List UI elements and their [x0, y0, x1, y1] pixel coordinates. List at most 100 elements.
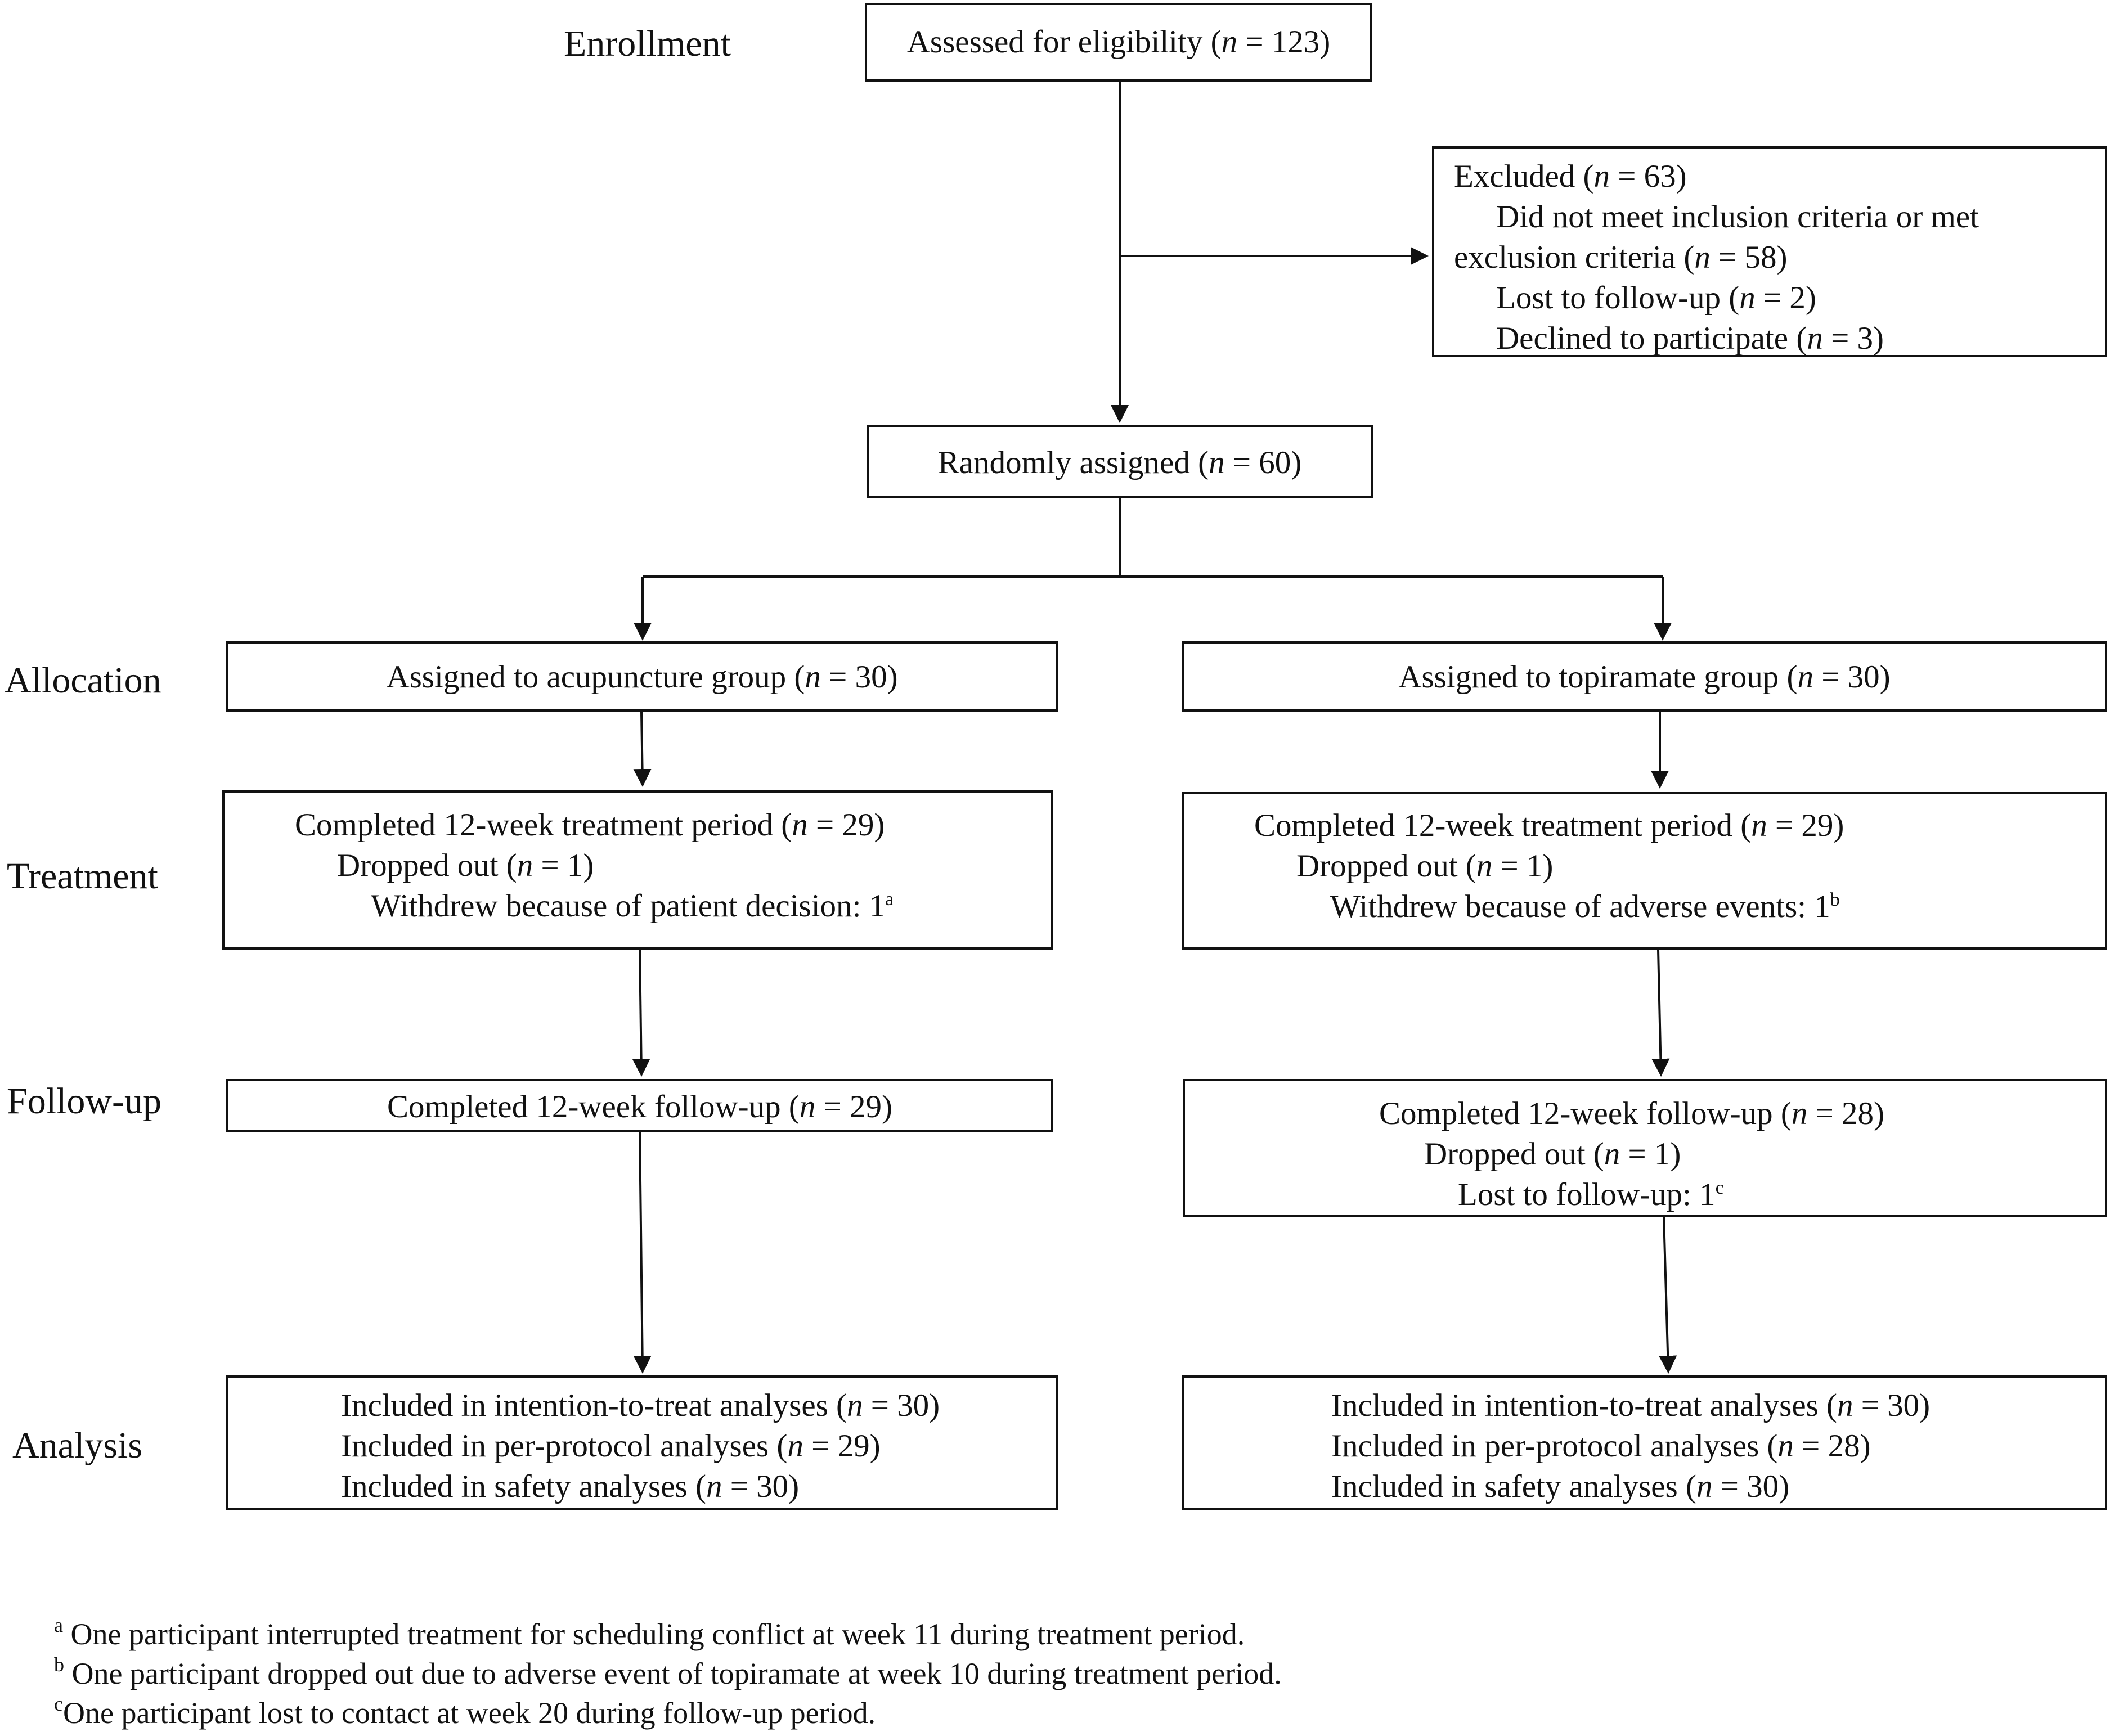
excluded-reason-declined: Declined to participate (n = 3): [1496, 318, 1884, 359]
excluded-lost-count: = 2): [1755, 280, 1816, 316]
footnote-mark-c: c: [1715, 1177, 1724, 1198]
topiramate-allocation-text: Assigned to topiramate group (n = 30): [1184, 657, 2105, 698]
excluded-declined-label: Declined to participate (: [1496, 321, 1807, 356]
topiramate-followup-dropped-count: = 1): [1620, 1136, 1681, 1172]
topiramate-analysis-itt-count: = 30): [1853, 1388, 1931, 1423]
n-symbol: n: [1604, 1136, 1620, 1172]
n-symbol: n: [787, 1428, 803, 1464]
acupuncture-treatment-reason-text: Withdrew because of patient decision: 1: [371, 888, 886, 924]
footnote-b-text: One participant dropped out due to adver…: [71, 1657, 1282, 1690]
randomized-count: = 60): [1224, 445, 1302, 480]
acupuncture-analysis-pp-label: Included in per-protocol analyses (: [341, 1428, 788, 1464]
topiramate-treatment-reason: Withdrew because of adverse events: 1b: [1330, 887, 1840, 927]
footnote-mark-b: b: [1830, 889, 1840, 910]
topiramate-treatment-dropped-count: = 1): [1492, 848, 1554, 884]
topiramate-followup-box: Completed 12-week follow-up (n = 28) Dro…: [1183, 1079, 2107, 1217]
n-symbol: n: [805, 659, 821, 695]
topiramate-allocation-count: = 30): [1813, 659, 1891, 695]
topiramate-treatment-dropped-label: Dropped out (: [1296, 848, 1476, 884]
footnote-b: b One participant dropped out due to adv…: [54, 1654, 1282, 1693]
topiramate-treatment-dropped: Dropped out (n = 1): [1296, 846, 1553, 887]
acupuncture-followup-completed-label: Completed 12-week follow-up (: [387, 1089, 800, 1125]
acupuncture-analysis-safety-label: Included in safety analyses (: [341, 1469, 706, 1504]
randomized-label: Randomly assigned (: [937, 445, 1209, 480]
n-symbol: n: [1807, 321, 1823, 356]
excluded-box: Excluded (n = 63) Did not meet inclusion…: [1432, 146, 2107, 357]
n-symbol: n: [1221, 24, 1238, 60]
acu-followup-to-analysis-arrow: [633, 1131, 652, 1374]
topiramate-followup-completed-count: = 28): [1807, 1096, 1885, 1131]
stage-label-treatment: Treatment: [7, 856, 158, 897]
topiramate-treatment-completed-count: = 29): [1767, 808, 1844, 843]
stage-label-allocation: Allocation: [5, 660, 161, 701]
topiramate-treatment-reason-text: Withdrew because of adverse events: 1: [1330, 889, 1830, 924]
randomized-text: Randomly assigned (n = 60): [869, 443, 1371, 483]
excluded-title-count: = 63): [1609, 159, 1687, 194]
top-followup-to-analysis-arrow: [1659, 1216, 1677, 1374]
acupuncture-analysis-pp-count: = 29): [803, 1428, 881, 1464]
acupuncture-analysis-pp: Included in per-protocol analyses (n = 2…: [341, 1426, 881, 1467]
acupuncture-analysis-safety: Included in safety analyses (n = 30): [341, 1467, 799, 1507]
assessed-label: Assessed for eligibility (: [906, 24, 1222, 60]
topiramate-analysis-safety-label: Included in safety analyses (: [1331, 1469, 1696, 1504]
randomized-box: Randomly assigned (n = 60): [867, 425, 1373, 498]
excluded-reason-criteria-line1: Did not meet inclusion criteria or met: [1496, 199, 1979, 235]
topiramate-treatment-completed-label: Completed 12-week treatment period (: [1254, 808, 1752, 843]
n-symbol: n: [706, 1469, 722, 1504]
acupuncture-treatment-completed: Completed 12-week treatment period (n = …: [295, 805, 885, 845]
assessed-text: Assessed for eligibility (n = 123): [867, 22, 1370, 62]
footnote-mark-a: a: [885, 889, 894, 910]
acupuncture-treatment-dropped-label: Dropped out (: [337, 848, 517, 883]
stage-label-enrollment: Enrollment: [564, 23, 731, 64]
acupuncture-allocation-count: = 30): [820, 659, 898, 695]
n-symbol: n: [1696, 1469, 1713, 1504]
footnote-c-text: One participant lost to contact at week …: [62, 1696, 876, 1730]
topiramate-followup-reason: Lost to follow-up: 1c: [1458, 1175, 1724, 1215]
acupuncture-analysis-safety-count: = 30): [722, 1469, 800, 1504]
acupuncture-followup-box: Completed 12-week follow-up (n = 29): [226, 1079, 1053, 1132]
excluded-declined-count: = 3): [1822, 321, 1884, 356]
acupuncture-treatment-completed-label: Completed 12-week treatment period (: [295, 807, 792, 843]
topiramate-treatment-completed: Completed 12-week treatment period (n = …: [1254, 806, 1844, 846]
footnote-a-mark: a: [54, 1614, 63, 1636]
topiramate-followup-completed-label: Completed 12-week follow-up (: [1379, 1096, 1792, 1131]
topiramate-followup-reason-text: Lost to follow-up: 1: [1458, 1177, 1716, 1212]
acupuncture-followup-completed-count: = 29): [815, 1089, 893, 1125]
footnote-b-mark: b: [54, 1653, 64, 1676]
acupuncture-treatment-dropped-count: = 1): [533, 848, 594, 883]
n-symbol: n: [1209, 445, 1225, 480]
stage-label-followup: Follow-up: [7, 1081, 162, 1122]
n-symbol: n: [792, 807, 808, 843]
footnote-c-mark: c: [54, 1693, 63, 1715]
footnote-a: a One participant interrupted treatment …: [54, 1614, 1245, 1654]
topiramate-analysis-pp-label: Included in per-protocol analyses (: [1331, 1428, 1778, 1464]
n-symbol: n: [799, 1089, 816, 1125]
topiramate-followup-dropped: Dropped out (n = 1): [1424, 1134, 1681, 1175]
topiramate-analysis-safety-count: = 30): [1712, 1469, 1790, 1504]
acupuncture-allocation-label: Assigned to acupuncture group (: [386, 659, 805, 695]
topiramate-analysis-pp: Included in per-protocol analyses (n = 2…: [1331, 1426, 1871, 1467]
assessed-box: Assessed for eligibility (n = 123): [865, 3, 1372, 82]
excluded-reason-lost: Lost to follow-up (n = 2): [1496, 278, 1816, 318]
topiramate-followup-dropped-label: Dropped out (: [1424, 1136, 1604, 1172]
footnote-a-text: One participant interrupted treatment fo…: [70, 1617, 1245, 1651]
acupuncture-treatment-dropped: Dropped out (n = 1): [337, 845, 594, 886]
acupuncture-analysis-itt-count: = 30): [863, 1388, 940, 1423]
topiramate-analysis-safety: Included in safety analyses (n = 30): [1331, 1467, 1789, 1507]
n-symbol: n: [1739, 280, 1756, 316]
topiramate-allocation-label: Assigned to topiramate group (: [1398, 659, 1798, 695]
excluded-criteria-label: exclusion criteria (: [1454, 240, 1695, 275]
acupuncture-treatment-reason: Withdrew because of patient decision: 1a: [371, 886, 894, 927]
assessed-count: = 123): [1237, 24, 1331, 60]
n-symbol: n: [847, 1388, 863, 1423]
acupuncture-treatment-completed-count: = 29): [807, 807, 885, 843]
stage-label-analysis: Analysis: [12, 1425, 142, 1466]
n-symbol: n: [1593, 159, 1610, 194]
n-symbol: n: [1791, 1096, 1808, 1131]
topiramate-analysis-pp-count: = 28): [1793, 1428, 1871, 1464]
acupuncture-analysis-box: Included in intention-to-treat analyses …: [226, 1375, 1058, 1510]
topiramate-analysis-itt: Included in intention-to-treat analyses …: [1331, 1386, 1930, 1426]
acu-treatment-to-followup-arrow: [632, 949, 650, 1077]
